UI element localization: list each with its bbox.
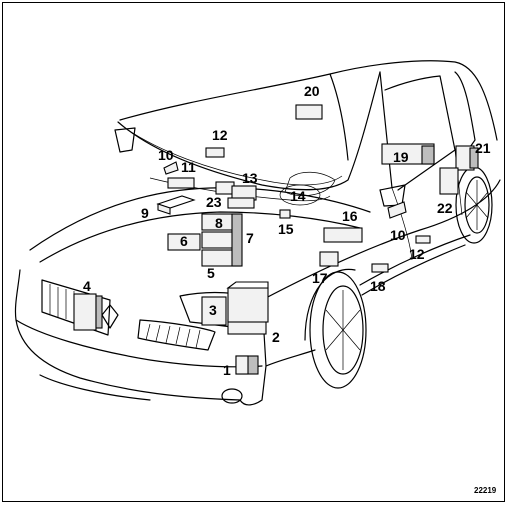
component-22 xyxy=(439,167,459,195)
component-21 xyxy=(455,145,479,171)
component-16 xyxy=(323,227,363,243)
callout-4: 4 xyxy=(83,278,91,294)
component-11 xyxy=(167,177,195,189)
component-1 xyxy=(235,355,259,375)
callout-21: 21 xyxy=(475,140,491,156)
callout-10-side: 10 xyxy=(390,227,406,243)
callout-labels: 1 2 3 4 5 6 7 8 9 10 11 12 13 14 15 16 1… xyxy=(83,83,491,378)
callout-8: 8 xyxy=(215,215,223,231)
callout-17: 17 xyxy=(312,270,328,286)
diagram-frame xyxy=(2,2,505,502)
component-10-side xyxy=(387,201,407,219)
components xyxy=(73,104,479,375)
car-outline xyxy=(14,60,501,406)
component-20 xyxy=(295,104,323,120)
callout-18: 18 xyxy=(370,278,386,294)
callout-22: 22 xyxy=(437,200,453,216)
callout-2: 2 xyxy=(272,329,280,345)
callout-12-front: 12 xyxy=(212,127,228,143)
callout-23: 23 xyxy=(206,194,222,210)
component-12-front xyxy=(205,147,225,158)
component-19 xyxy=(381,143,435,165)
component-4 xyxy=(73,293,103,331)
callout-14: 14 xyxy=(290,188,306,204)
reference-number: 22219 xyxy=(474,486,497,495)
callout-5: 5 xyxy=(207,265,215,281)
callout-6: 6 xyxy=(180,233,188,249)
callout-1: 1 xyxy=(223,362,231,378)
component-3 xyxy=(201,281,269,326)
callout-15: 15 xyxy=(278,221,294,237)
callout-13: 13 xyxy=(242,170,258,186)
callout-11: 11 xyxy=(181,159,196,175)
callout-10-front: 10 xyxy=(158,147,174,163)
component-15 xyxy=(279,209,291,219)
component-9 xyxy=(156,195,196,215)
callout-16: 16 xyxy=(342,208,358,224)
component-12-side xyxy=(415,235,431,244)
callout-12-side: 12 xyxy=(409,246,425,262)
callout-3: 3 xyxy=(209,302,217,318)
component-10-front xyxy=(163,161,179,175)
component-18 xyxy=(371,263,389,273)
callout-7: 7 xyxy=(246,230,254,246)
callout-19: 19 xyxy=(393,149,409,165)
component-5-7-8-stack xyxy=(201,213,243,267)
component-17 xyxy=(319,251,339,267)
component-13-23 xyxy=(215,181,257,209)
callout-9: 9 xyxy=(141,205,149,221)
callout-20: 20 xyxy=(304,83,320,99)
component-6 xyxy=(167,233,201,251)
component-14 xyxy=(279,184,321,206)
